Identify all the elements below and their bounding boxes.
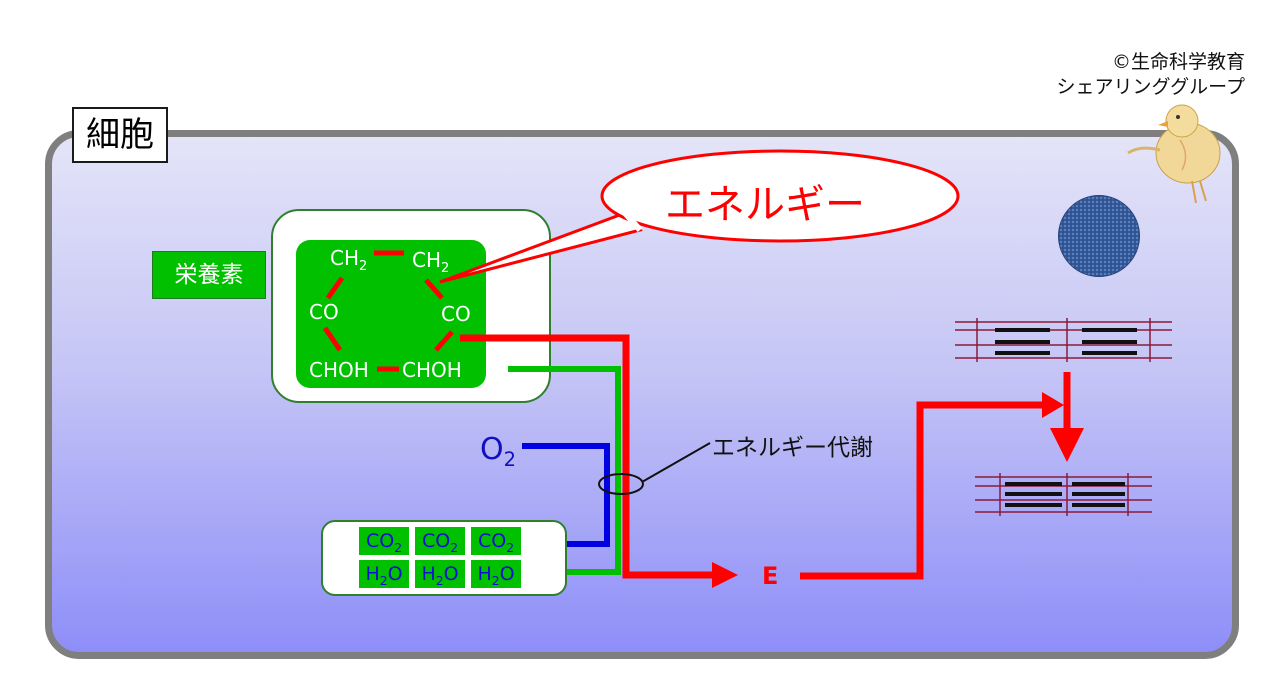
- energy-bubble-text: エネルギー: [665, 182, 865, 228]
- energy-metabolism-label: エネルギー代謝: [712, 435, 873, 461]
- molecule-ch2-left: CH2: [330, 246, 368, 274]
- molecule-ch2-right: CH2: [412, 248, 450, 276]
- co2-tile: CO2: [471, 527, 521, 555]
- nutrient-molecule-background: [296, 240, 486, 388]
- energy-speech-bubble: [439, 149, 960, 284]
- credit-line-2: シェアリンググループ: [1056, 76, 1245, 98]
- energy-label: E: [762, 562, 779, 590]
- co2-tile: CO2: [359, 527, 409, 555]
- nutrient-label: 栄養素: [152, 251, 266, 299]
- chick-mascot-icon: [1127, 104, 1221, 204]
- muscle-fiber-relaxed: [955, 318, 1172, 362]
- energy-arrow: [460, 334, 738, 588]
- muscle-fiber-contracted: [975, 473, 1152, 516]
- molecule-co-right: CO: [441, 302, 471, 326]
- molecule-choh-right: CHOH: [402, 358, 462, 382]
- credit-line-1: ©生命科学教育: [1111, 51, 1245, 73]
- molecule-choh-left: CHOH: [309, 358, 369, 382]
- h2o-tile: H2O: [359, 560, 409, 588]
- contraction-arrow: [1050, 372, 1084, 462]
- h2o-tile: H2O: [471, 560, 521, 588]
- co2-tile: CO2: [415, 527, 465, 555]
- oxygen-label: O2: [480, 432, 517, 471]
- energy-to-muscle-arrow: [800, 392, 1064, 580]
- h2o-tile: H2O: [415, 560, 465, 588]
- metabolism-pointer: [598, 442, 711, 495]
- nucleus-icon: [1058, 195, 1140, 277]
- credit: ©生命科学教育 シェアリンググループ: [985, 50, 1245, 100]
- molecule-co-left: CO: [309, 300, 339, 324]
- cell-label: 細胞: [72, 107, 168, 163]
- molecule-bonds: [322, 250, 454, 372]
